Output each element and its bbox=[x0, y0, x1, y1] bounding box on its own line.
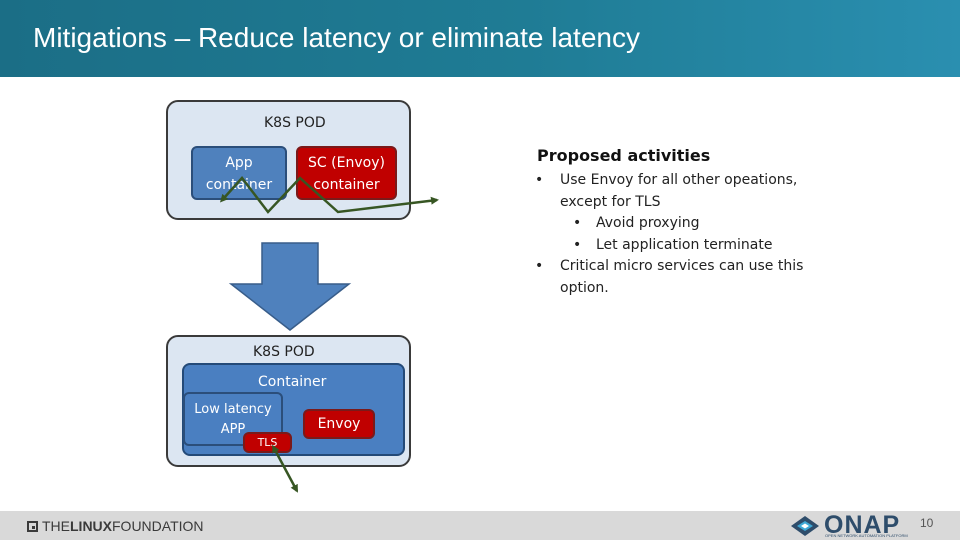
low-latency-line1: Low latency bbox=[194, 402, 272, 417]
onap-tagline: OPEN NETWORK AUTOMATION PLATFORM bbox=[825, 533, 908, 538]
app-container-line1: App bbox=[225, 155, 253, 171]
sc-envoy-container: SC (Envoy) container bbox=[296, 146, 397, 200]
bottom-traffic-path bbox=[272, 444, 299, 493]
bullet-item: •Use Envoy for all other opeations, exce… bbox=[535, 172, 798, 210]
top-traffic-path bbox=[219, 176, 439, 214]
container-label: Container bbox=[258, 374, 327, 390]
page-number: 10 bbox=[920, 516, 934, 530]
app-container: App container bbox=[191, 146, 287, 200]
sc-container-line2: container bbox=[313, 177, 380, 193]
lf-mark-icon bbox=[27, 520, 38, 532]
slide-title: Mitigations – Reduce latency or eliminat… bbox=[33, 22, 640, 53]
sub-bullet-item: •Avoid proxying bbox=[573, 215, 700, 231]
slide-header: Mitigations – Reduce latency or eliminat… bbox=[0, 0, 960, 77]
onap-wordmark: ONAP bbox=[824, 511, 901, 539]
sc-container-line1: SC (Envoy) bbox=[308, 155, 385, 171]
onap-logo-icon bbox=[791, 516, 819, 536]
low-latency-line2: APP bbox=[220, 422, 246, 437]
transform-down-arrow bbox=[228, 242, 352, 331]
activities-list: •Use Envoy for all other opeations, exce… bbox=[533, 170, 833, 299]
app-container-line2: container bbox=[205, 177, 273, 193]
proposed-activities-heading: Proposed activities bbox=[537, 146, 711, 165]
envoy-box: Envoy bbox=[303, 409, 375, 439]
bottom-pod-label: K8S POD bbox=[253, 344, 315, 360]
top-pod-label: K8S POD bbox=[264, 115, 326, 131]
bullet-item: •Critical micro services can use this op… bbox=[535, 258, 804, 296]
sub-bullet-item: •Let application terminate bbox=[573, 236, 773, 253]
